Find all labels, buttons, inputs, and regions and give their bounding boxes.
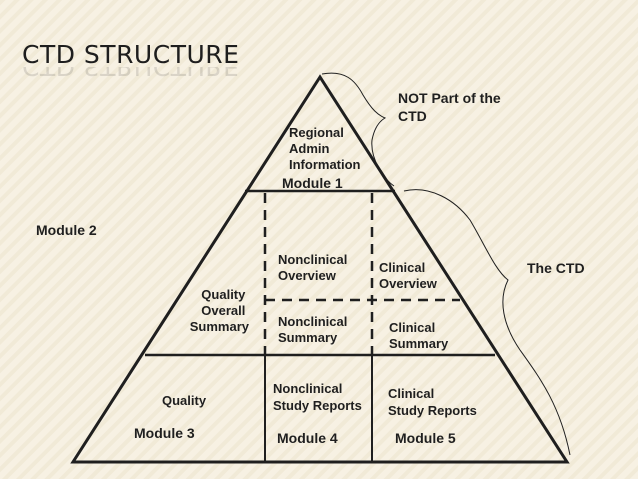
label-clinical-study-reports: Clinical Study Reports [388,386,477,418]
label-module-2: Module 2 [36,222,97,238]
label-clinical-overview: Clinical Overview [379,260,438,291]
pyramid-outline [70,74,570,464]
label-nonclinical-study-reports: Nonclinical Study Reports [273,381,362,413]
label-module-5: Module 5 [395,430,456,446]
label-module-3: Module 3 [134,425,195,441]
slide-title: CTD STRUCTURE [22,40,240,69]
label-module-1: Module 1 [282,175,343,191]
label-nonclinical-summary: Nonclinical Summary [278,314,351,345]
label-regional-admin: Regional Admin Information [289,125,361,172]
brace-the-ctd [403,189,571,456]
label-quality-overall-summary: Quality Overall Summary [190,287,250,334]
annotation-the-ctd: The CTD [527,260,585,276]
label-clinical-summary: Clinical Summary [389,320,449,351]
annotation-not-part: NOT Part of the CTD [398,90,505,124]
label-nonclinical-overview: Nonclinical Overview [278,252,351,283]
label-module-4: Module 4 [277,430,338,446]
slide-title-block: CTD STRUCTURE CTD STRUCTURE [22,40,239,81]
brace-not-part [321,72,395,187]
label-quality: Quality [162,393,207,408]
